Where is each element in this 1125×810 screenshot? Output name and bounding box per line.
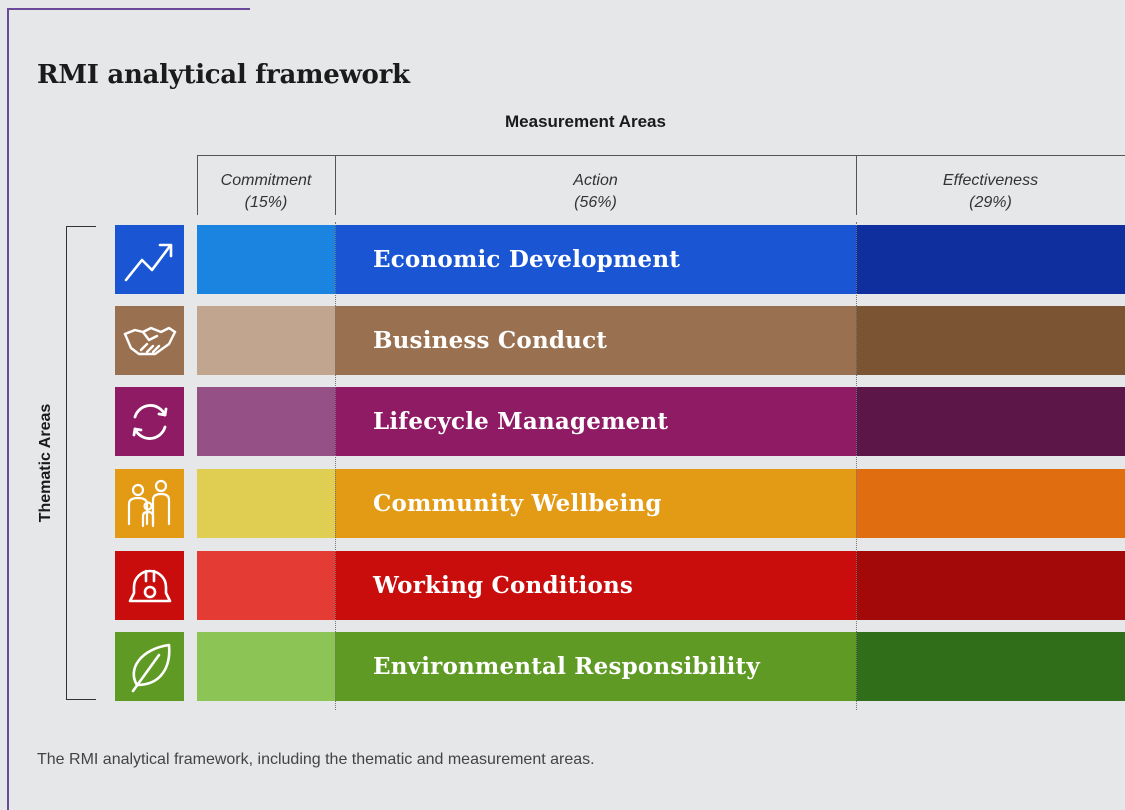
measurement-areas-label: Measurement Areas (505, 112, 666, 131)
row-label: Economic Development (373, 246, 681, 273)
action-segment (335, 387, 856, 456)
trend-up-icon (115, 225, 184, 294)
action-segment (335, 551, 856, 620)
row-label: Community Wellbeing (373, 490, 662, 517)
effectiveness-segment (856, 387, 1125, 456)
column-divider (856, 155, 857, 215)
row-label: Environmental Responsibility (373, 653, 760, 680)
column-divider (335, 155, 336, 215)
effectiveness-segment (856, 306, 1125, 375)
commitment-segment (197, 306, 335, 375)
column-header-effectiveness: Effectiveness(29%) (942, 172, 1039, 211)
column-divider (197, 155, 198, 215)
effectiveness-segment (856, 551, 1125, 620)
effectiveness-segment (856, 225, 1125, 294)
hard-hat-icon (115, 551, 184, 620)
action-segment (335, 469, 856, 538)
people-icon (115, 469, 184, 538)
column-header-action: Action(56%) (573, 172, 618, 211)
cycle-icon (115, 387, 184, 456)
thematic-row: Environmental Responsibility (0, 632, 1125, 701)
row-label: Lifecycle Management (373, 408, 669, 435)
figure-caption: The RMI analytical framework, including … (37, 751, 595, 768)
thematic-row: Lifecycle Management (0, 387, 1125, 456)
figure-title: RMI analytical framework (37, 60, 410, 90)
frame-border-left (7, 8, 9, 810)
column-guide (335, 222, 336, 710)
header-rule (197, 155, 1125, 156)
commitment-segment (197, 225, 335, 294)
thematic-bracket (66, 226, 96, 700)
thematic-row: Economic Development (0, 225, 1125, 294)
thematic-row: Community Wellbeing (0, 469, 1125, 538)
effectiveness-segment (856, 632, 1125, 701)
frame-border-top (7, 8, 250, 10)
leaf-icon (115, 632, 184, 701)
column-header-commitment: Commitment(15%) (220, 172, 312, 211)
action-segment (335, 632, 856, 701)
thematic-row: Business Conduct (0, 306, 1125, 375)
commitment-segment (197, 387, 335, 456)
handshake-icon (115, 306, 184, 375)
commitment-segment (197, 469, 335, 538)
action-segment (335, 306, 856, 375)
commitment-segment (197, 551, 335, 620)
action-segment (335, 225, 856, 294)
row-label: Working Conditions (373, 572, 634, 599)
row-label: Business Conduct (373, 327, 608, 354)
effectiveness-segment (856, 469, 1125, 538)
commitment-segment (197, 632, 335, 701)
thematic-row: Working Conditions (0, 551, 1125, 620)
column-guide (856, 222, 857, 710)
